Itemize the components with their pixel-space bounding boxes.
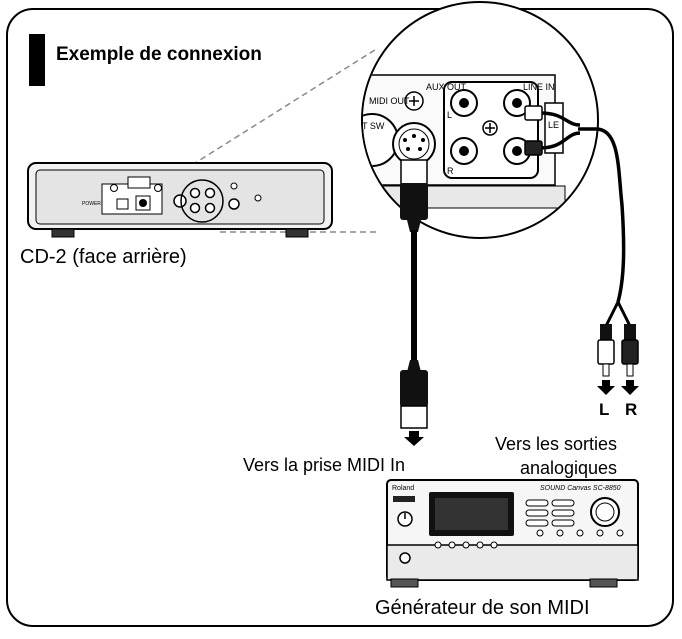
cd2-device: POWER xyxy=(27,162,333,238)
midi-cable xyxy=(400,159,428,446)
line-in-le-label: LE xyxy=(548,120,559,130)
left-output-label: L xyxy=(599,400,610,419)
zoom-guides xyxy=(191,47,379,233)
generator-caption: Générateur de son MIDI xyxy=(375,597,590,619)
right-out-arrow xyxy=(621,380,639,395)
diagram-title: Exemple de connexion xyxy=(56,44,262,65)
midi-in-arrow xyxy=(404,431,424,446)
cd2-caption: CD-2 (face arrière) xyxy=(20,246,187,268)
left-out-arrow xyxy=(597,380,615,395)
right-output-label: R xyxy=(625,400,638,419)
zoom-panel: MIDI OUT AUX OUT LINE IN T SW L R LE xyxy=(362,74,566,209)
analog-caption-line2: analogiques xyxy=(519,458,618,478)
analog-caption-line1: Vers les sorties xyxy=(495,434,618,454)
generator-model: SOUND Canvas SC-8850 xyxy=(540,485,621,492)
aux-r-label: R xyxy=(447,166,454,176)
title-marker xyxy=(29,34,45,86)
midi-in-caption: Vers la prise MIDI In xyxy=(243,455,406,475)
line-in-label: LINE IN xyxy=(523,82,555,92)
analog-caption: Vers les sorties analogiques xyxy=(495,432,617,480)
sound-generator: Roland SOUND Canvas SC-8850 xyxy=(386,479,639,588)
aux-l-label: L xyxy=(447,110,452,120)
generator-brand: Roland xyxy=(392,485,414,492)
aux-out-label: AUX OUT xyxy=(426,82,467,92)
foot-sw-label: T SW xyxy=(362,121,385,131)
audio-cable xyxy=(524,105,639,395)
midi-out-label: MIDI OUT xyxy=(369,96,410,106)
power-label: POWER xyxy=(82,201,101,207)
